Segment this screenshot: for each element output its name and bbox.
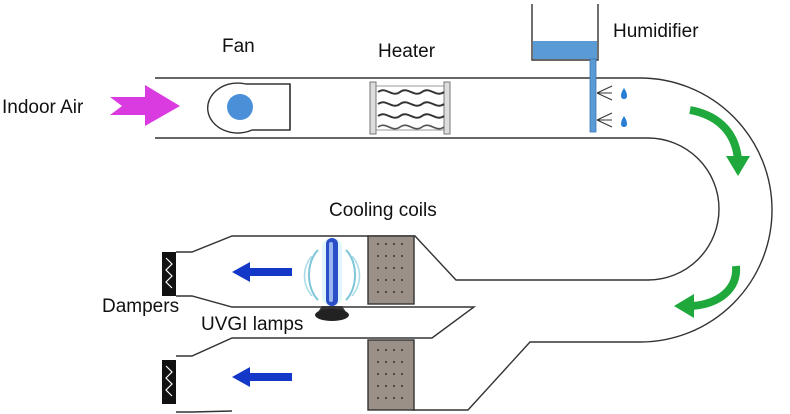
- duct-outline-inner: [155, 137, 720, 281]
- heater-icon: [369, 81, 451, 135]
- cooling-coil-icon: [367, 235, 415, 305]
- fan-label: Fan: [222, 36, 255, 57]
- cooling-coils-label: Cooling coils: [329, 200, 437, 221]
- flow-arrowhead-icon: [674, 294, 694, 318]
- outlet-arrow-icon: [232, 262, 292, 282]
- humidifier-icon: [531, 4, 627, 133]
- uvgi-lamps-label: UVGI lamps: [201, 314, 304, 335]
- flow-arrow-icon: [689, 106, 742, 161]
- flow-arrowhead-icon: [726, 156, 750, 176]
- humidifier-label: Humidifier: [613, 21, 699, 42]
- uvgi-lamp-icon: [303, 238, 361, 321]
- flow-arrow-icon: [691, 265, 741, 310]
- damper-upper: [162, 252, 176, 296]
- indoor-air-label: Indoor Air: [2, 97, 84, 118]
- damper-lower: [162, 360, 176, 404]
- outlet-arrow-icon: [232, 367, 292, 387]
- duct-lower-branch-top: [176, 295, 477, 357]
- duct-outline: [155, 77, 773, 411]
- heater-label: Heater: [378, 41, 436, 62]
- dampers-label: Dampers: [102, 296, 180, 317]
- inlet-arrow-icon: [110, 85, 180, 126]
- duct-lower-branch-bottom: [176, 410, 233, 413]
- cooling-coil-icon: [367, 339, 415, 411]
- fan-icon: [207, 82, 291, 134]
